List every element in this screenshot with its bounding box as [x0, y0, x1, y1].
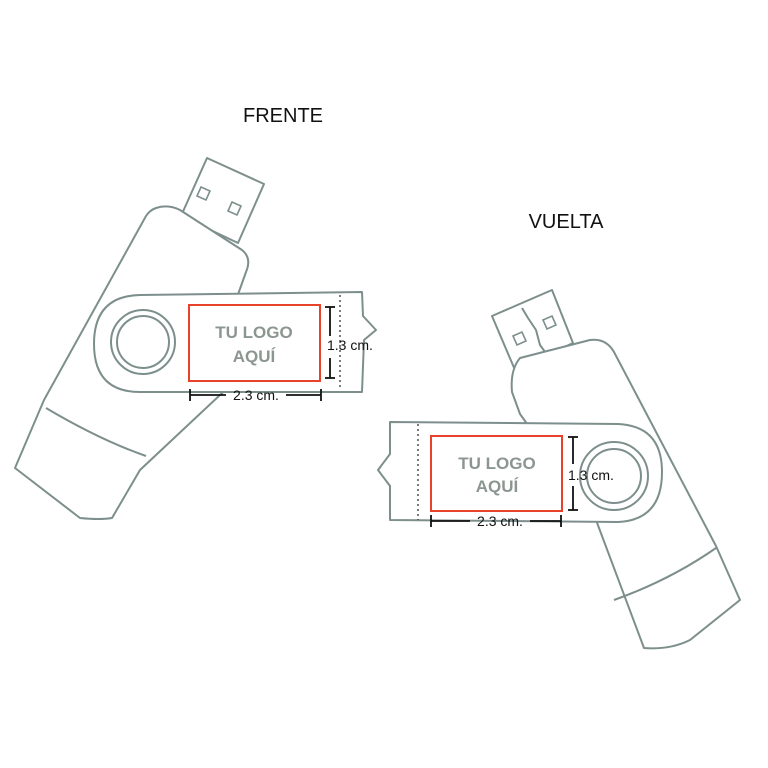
back-logo-area: TU LOGO AQUÍ — [430, 435, 563, 512]
back-width-label: 2.3 cm. — [477, 513, 523, 529]
back-logo-line1: TU LOGO — [458, 454, 535, 473]
front-view: FRENTE TU LOGO AQUÍ — [14, 105, 377, 520]
front-title: FRENTE — [243, 105, 323, 127]
connector-hole-icon — [226, 200, 243, 217]
back-height-label: 1.3 cm. — [568, 467, 614, 483]
back-view: VUELTA TU LOGO AQUÍ — [377, 211, 741, 650]
front-logo-area: TU LOGO AQUÍ — [188, 304, 321, 382]
back-connector-tab — [521, 307, 549, 357]
front-width-label: 2.3 cm. — [233, 387, 279, 403]
front-width-dimension: 2.3 cm. — [189, 387, 322, 403]
back-cap-seam — [613, 547, 717, 601]
front-logo-line2: AQUÍ — [233, 347, 277, 366]
front-height-label: 1.3 cm. — [327, 337, 373, 353]
back-height-dimension: 1.3 cm. — [568, 436, 614, 511]
connector-hole-icon — [541, 314, 558, 331]
back-title: VUELTA — [529, 211, 604, 233]
back-logo-line2: AQUÍ — [476, 477, 520, 496]
back-logo-box — [430, 435, 563, 512]
back-pivot-outer — [579, 441, 649, 511]
front-height-dimension: 1.3 cm. — [325, 306, 373, 379]
back-width-dimension: 2.3 cm. — [430, 513, 562, 529]
front-logo-box — [188, 304, 321, 382]
front-usb-connector — [180, 157, 265, 244]
connector-hole-icon — [511, 330, 528, 347]
front-pivot-outer — [110, 309, 176, 375]
front-cap-seam — [45, 407, 147, 457]
front-logo-line1: TU LOGO — [215, 323, 292, 342]
front-pivot-inner — [116, 315, 170, 369]
connector-hole-icon — [195, 185, 212, 202]
back-pivot-inner — [586, 448, 642, 504]
